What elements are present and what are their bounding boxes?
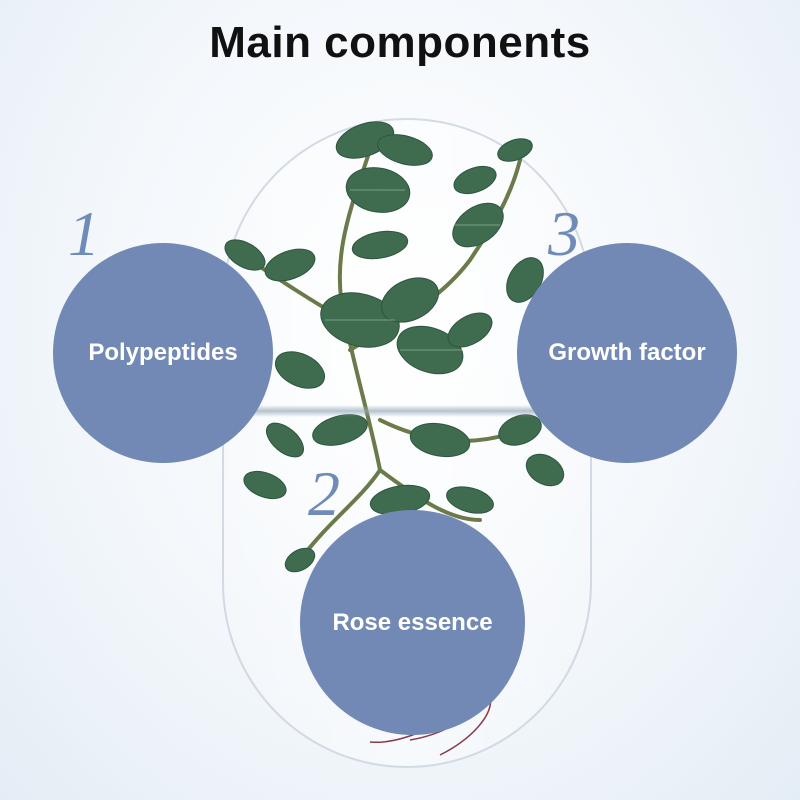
component-number-2: 2 — [308, 458, 340, 529]
component-label: Rose essence — [332, 608, 493, 636]
component-number-1: 1 — [68, 198, 100, 269]
component-label: Growth factor — [548, 339, 706, 366]
component-circle-growth-factor: Growth factor — [517, 243, 737, 463]
page-title: Main components — [209, 18, 591, 67]
component-circle-rose-essence: Rose essence — [300, 510, 525, 735]
component-circle-polypeptides: Polypeptides — [53, 243, 273, 463]
component-label: Polypeptides — [88, 339, 238, 366]
water-line — [250, 405, 550, 417]
